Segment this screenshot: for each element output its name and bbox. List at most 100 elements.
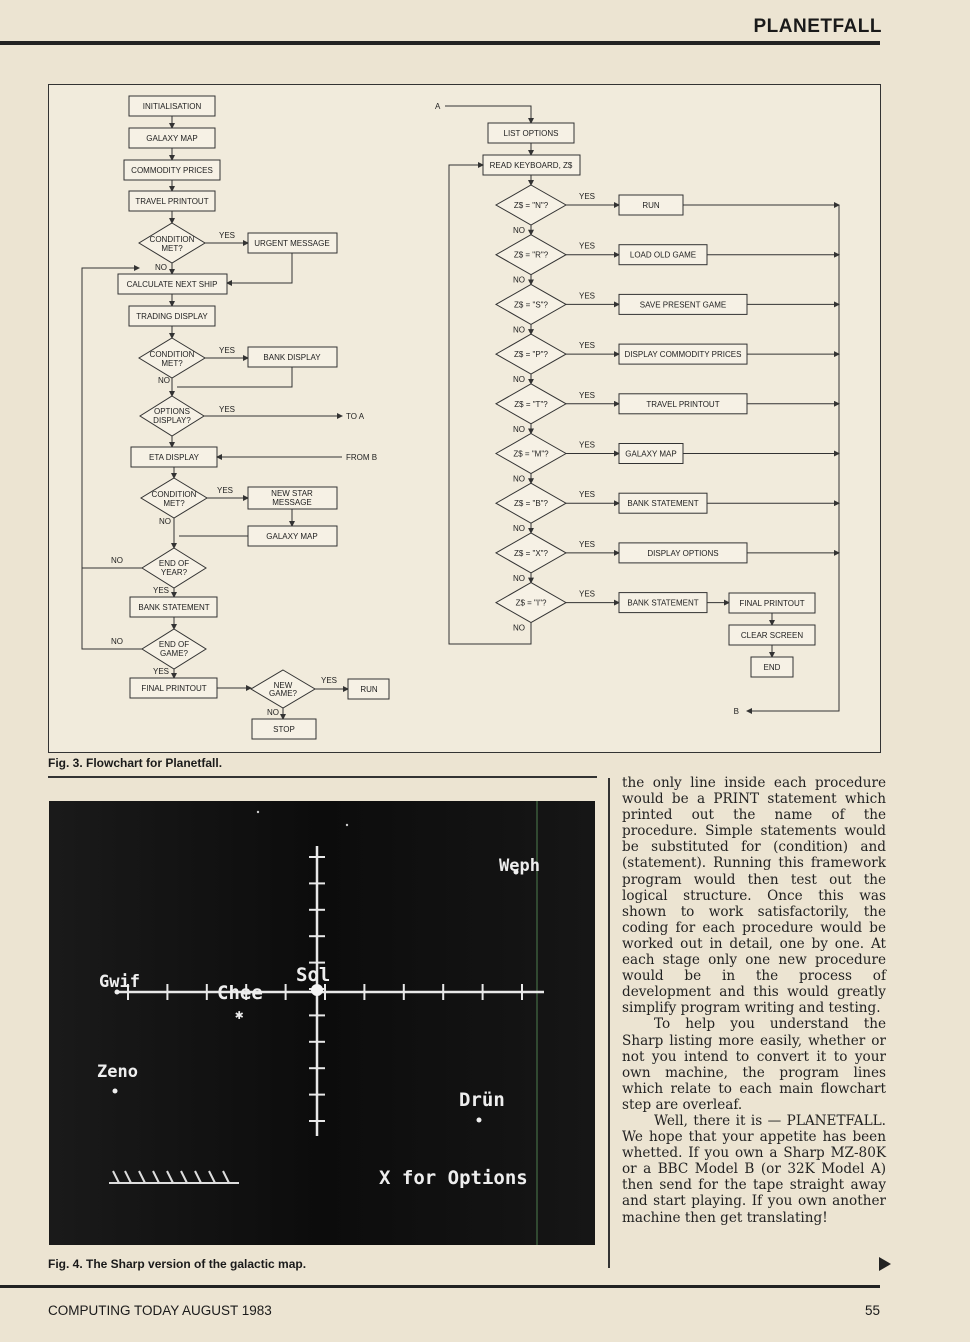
action-label: BANK STATEMENT (627, 499, 698, 508)
label-yes: YES (219, 405, 235, 414)
label-no: NO (513, 425, 525, 434)
label-eta-display: ETA DISPLAY (149, 453, 200, 462)
label-yes: YES (219, 231, 235, 240)
action-label: RUN (642, 201, 660, 210)
label-yes: YES (579, 590, 595, 599)
check-condition: Z$ = "I"? (516, 599, 547, 608)
action-label: DISPLAY OPTIONS (647, 549, 718, 558)
star-label-sol: Sol (296, 964, 330, 986)
label-commodity-prices: COMMODITY PRICES (131, 166, 213, 175)
footer-rule (0, 1285, 880, 1288)
label-yes: YES (579, 490, 595, 499)
label-yes: YES (153, 667, 169, 676)
label-end-game-b: GAME? (160, 649, 189, 658)
check-condition: Z$ = "X"? (514, 549, 548, 558)
action-label: DISPLAY COMMODITY PRICES (625, 350, 742, 359)
label-no: NO (513, 325, 525, 334)
gwif-marker (114, 989, 120, 995)
label-yes: YES (579, 291, 595, 300)
label-new-star-b: MESSAGE (272, 498, 312, 507)
figure-3-caption: Fig. 3. Flowchart for Planetfall. (48, 756, 223, 770)
label-from-b: FROM B (346, 453, 377, 462)
label-no: NO (513, 524, 525, 533)
label-options-a: OPTIONS (154, 407, 190, 416)
label-no: NO (513, 375, 525, 384)
continue-arrow-icon (879, 1257, 891, 1271)
flowchart-figure: INITIALISATION GALAXY MAP COMMODITY PRIC… (48, 84, 881, 753)
check-condition: Z$ = "P"? (514, 350, 548, 359)
chee-asterisk: ✱ (235, 1007, 244, 1023)
label-final-printout: FINAL PRINTOUT (141, 684, 206, 693)
label-list-options: LIST OPTIONS (504, 129, 559, 138)
options-prompt: X for Options (379, 1167, 528, 1189)
label-no: NO (111, 556, 123, 565)
check-condition: Z$ = "M"? (513, 450, 549, 459)
label-yes: YES (579, 540, 595, 549)
footer-publication: COMPUTING TODAY AUGUST 1983 (48, 1303, 272, 1318)
label-no: NO (159, 517, 171, 526)
label-end-year-a: END OF (159, 559, 189, 568)
star-label-drun: Drün (459, 1089, 505, 1111)
label-condition-1a: CONDITION (150, 235, 195, 244)
label-yes: YES (321, 676, 337, 685)
corrupted-text-glyphs (109, 1170, 239, 1184)
caption-rule (48, 776, 597, 778)
article-text: the only line inside each procedure woul… (622, 775, 886, 1226)
column-rule (608, 778, 610, 1268)
label-yes: YES (579, 242, 595, 251)
label-yes: YES (579, 192, 595, 201)
label-run-left: RUN (360, 685, 378, 694)
label-b: B (734, 707, 739, 716)
label-bank-display: BANK DISPLAY (263, 353, 321, 362)
label-yes: YES (579, 341, 595, 350)
label-no: NO (513, 276, 525, 285)
label-a: A (435, 102, 441, 111)
label-yes: YES (219, 346, 235, 355)
label-no: NO (158, 376, 170, 385)
action-label: TRAVEL PRINTOUT (646, 400, 719, 409)
star-label-chee: Chee (217, 982, 263, 1004)
label-condition-2b: MET? (161, 359, 183, 368)
axis-ticks (127, 856, 523, 1122)
label-end-year-b: YEAR? (161, 568, 188, 577)
tiny-dot (256, 810, 260, 814)
label-end: END (764, 663, 781, 672)
label-condition-2a: CONDITION (150, 350, 195, 359)
article-paragraph-2: To help you understand the Sharp listing… (622, 1016, 886, 1113)
check-condition: Z$ = "S"? (514, 300, 548, 309)
action-label: BANK STATEMENT (627, 599, 698, 608)
label-bank-statement: BANK STATEMENT (138, 603, 209, 612)
label-no: NO (513, 226, 525, 235)
label-final-printout-right: FINAL PRINTOUT (739, 599, 804, 608)
drun-marker (476, 1117, 482, 1123)
label-end-game-a: END OF (159, 640, 189, 649)
box-end (750, 656, 794, 678)
star-label-zeno: Zeno (97, 1062, 138, 1082)
zeno-marker (112, 1088, 118, 1094)
label-stop: STOP (273, 725, 295, 734)
label-read-keyboard: READ KEYBOARD, Z$ (490, 161, 573, 170)
check-condition: Z$ = "T"? (514, 400, 548, 409)
box-stop (251, 718, 317, 740)
action-label: SAVE PRESENT GAME (640, 300, 726, 309)
article-paragraph-1: the only line inside each procedure woul… (622, 775, 886, 1017)
label-initialisation: INITIALISATION (143, 102, 202, 111)
label-galaxy-map-2: GALAXY MAP (266, 532, 317, 541)
label-no: NO (267, 708, 279, 717)
flowchart-svg: INITIALISATION GALAXY MAP COMMODITY PRIC… (81, 95, 840, 740)
label-no: NO (513, 624, 525, 633)
star-label-gwif: Gwif (99, 972, 140, 992)
star-label-weph: Weph (499, 856, 540, 876)
label-yes: YES (217, 486, 233, 495)
weph-marker (513, 869, 519, 875)
box-run-left (347, 678, 390, 700)
label-no: NO (155, 263, 167, 272)
label-clear-screen: CLEAR SCREEN (741, 631, 803, 640)
check-condition: Z$ = "B"? (514, 499, 548, 508)
label-yes: YES (579, 391, 595, 400)
label-new-game-a: NEW (274, 681, 293, 690)
label-new-game-b: GAME? (269, 689, 298, 698)
action-label: GALAXY MAP (625, 450, 676, 459)
check-condition: Z$ = "R"? (514, 251, 549, 260)
